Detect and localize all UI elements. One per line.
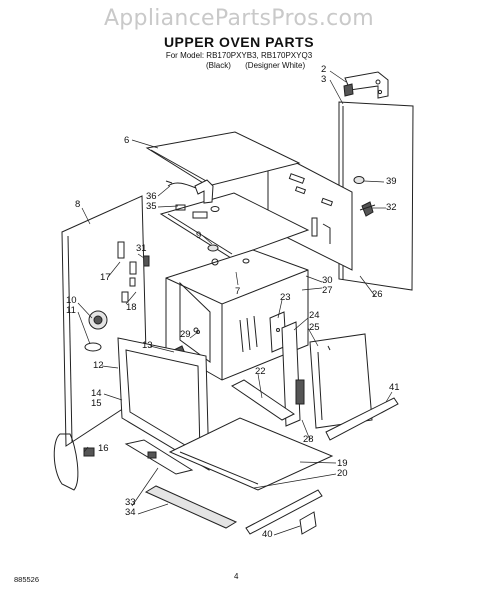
part-door-gasket[interactable]: [53, 433, 95, 491]
part-hinge-bracket[interactable]: [343, 71, 389, 99]
callout-34[interactable]: 34: [125, 507, 136, 518]
callout-17[interactable]: 17: [100, 272, 111, 283]
part-right-side-panel[interactable]: [267, 147, 353, 271]
part-top-panel[interactable]: [145, 131, 301, 187]
callout-27[interactable]: 27: [322, 285, 333, 296]
part-thermostat-knob[interactable]: [84, 310, 108, 352]
callout-10[interactable]: 10: [66, 295, 77, 306]
callout-30[interactable]: 30: [322, 275, 333, 286]
callout-28[interactable]: 28: [303, 434, 314, 445]
callout-25[interactable]: 25: [309, 322, 320, 333]
model-subtitle: For Model: RB170PXYB3, RB170PXYQ3: [165, 51, 313, 60]
part-latch-bracket[interactable]: [281, 321, 305, 427]
part-screw[interactable]: [196, 330, 200, 334]
color-black-label: (Black): [206, 61, 231, 70]
callout-2[interactable]: 2: [321, 64, 326, 75]
callout-23[interactable]: 23: [280, 292, 291, 303]
callout-29[interactable]: 29: [180, 329, 191, 340]
callout-labels: 2 3 6 8 9 10 11 12 13 14 15 16 17 18 19 …: [66, 64, 400, 540]
page-number: 4: [234, 572, 239, 581]
callout-33[interactable]: 33: [125, 497, 136, 508]
part-vent-tube[interactable]: [159, 179, 310, 259]
callout-3[interactable]: 3: [321, 74, 326, 85]
callout-32[interactable]: 32: [386, 202, 397, 213]
callout-7[interactable]: 7: [235, 286, 240, 297]
part-trim-strip[interactable]: [325, 397, 399, 441]
callout-20[interactable]: 20: [337, 468, 348, 479]
callout-11[interactable]: 11: [66, 305, 76, 316]
callout-6[interactable]: 6: [124, 135, 129, 146]
part-bottom-panel[interactable]: [168, 417, 334, 491]
callout-13[interactable]: 13: [142, 340, 153, 351]
part-hinge-plate[interactable]: [245, 489, 323, 535]
part-clip[interactable]: [359, 201, 376, 217]
color-variants: (Black) (Designer White): [206, 61, 317, 70]
callout-36[interactable]: 36: [146, 191, 157, 202]
callout-22[interactable]: 22: [255, 366, 266, 377]
part-plug[interactable]: [353, 176, 365, 184]
callout-41[interactable]: 41: [389, 382, 400, 393]
callout-35[interactable]: 35: [146, 201, 157, 212]
part-lower-rail[interactable]: [231, 379, 295, 421]
watermark: AppliancePartsPros.com: [103, 6, 375, 31]
callout-24[interactable]: 24: [309, 310, 320, 321]
callout-26[interactable]: 26: [372, 289, 383, 300]
color-white-label: (Designer White): [245, 61, 306, 70]
part-bottom-trim[interactable]: [144, 485, 238, 529]
page-title: UPPER OVEN PARTS: [163, 34, 315, 50]
callout-8[interactable]: 8: [75, 199, 80, 210]
callout-16[interactable]: 16: [98, 443, 109, 454]
callout-18[interactable]: 18: [126, 302, 137, 313]
leader-lines: [77, 70, 393, 536]
callout-40[interactable]: 40: [262, 529, 273, 540]
part-fitting[interactable]: [141, 244, 219, 267]
callout-15[interactable]: 15: [91, 398, 102, 409]
callout-12[interactable]: 12: [93, 360, 104, 371]
callout-39[interactable]: 39: [386, 176, 397, 187]
part-bottom-bracket[interactable]: [124, 439, 194, 475]
callout-19[interactable]: 19: [337, 458, 348, 469]
part-door-liner[interactable]: [309, 333, 373, 429]
callout-14[interactable]: 14: [91, 388, 102, 399]
callout-31[interactable]: 31: [136, 243, 147, 254]
callout-9[interactable]: 9: [196, 230, 201, 241]
footer-code: 885526: [14, 575, 40, 584]
